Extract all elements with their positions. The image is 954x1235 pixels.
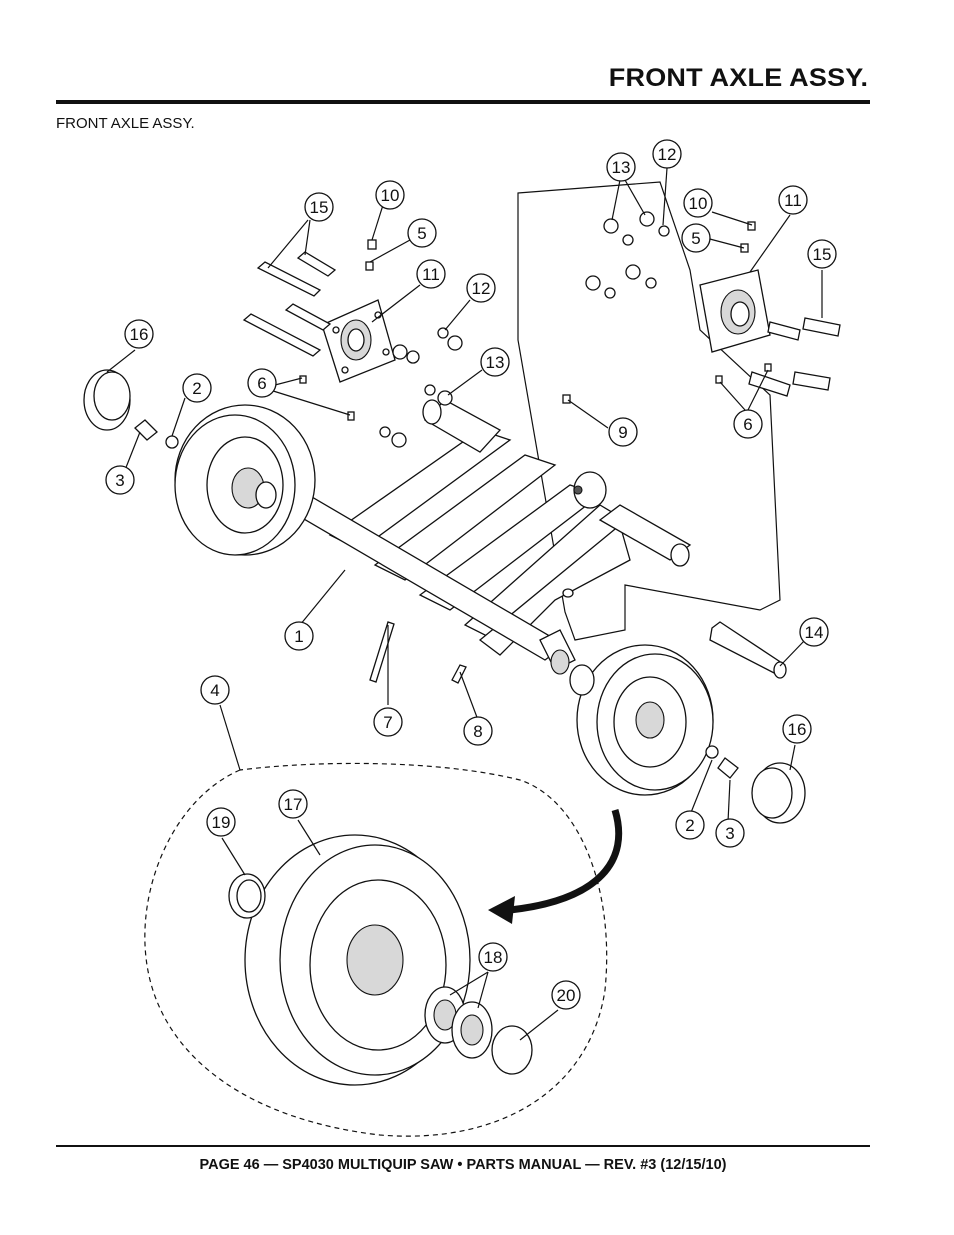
svg-text:7: 7 [383, 713, 392, 732]
callout-12-left: 12 [466, 273, 496, 303]
callout-1: 1 [284, 621, 314, 651]
callout-2-right: 2 [675, 810, 705, 840]
callout-14: 14 [799, 617, 829, 647]
right-bolts [748, 317, 841, 397]
svg-text:6: 6 [257, 374, 266, 393]
callout-13-left: 13 [480, 347, 510, 377]
callout-11-left: 11 [416, 259, 446, 289]
callout-7: 7 [373, 707, 403, 737]
svg-text:9: 9 [618, 423, 627, 442]
callout-13-right: 13 [606, 152, 636, 182]
callout-15-left: 15 [304, 192, 334, 222]
callout-6-left: 6 [247, 368, 277, 398]
svg-text:16: 16 [788, 720, 807, 739]
left-bearing-flange [321, 299, 396, 383]
callout-3-left: 3 [105, 465, 135, 495]
right-bearing-flange [699, 269, 771, 353]
callout-16-left: 16 [124, 319, 154, 349]
svg-text:16: 16 [130, 325, 149, 344]
callout-5-left: 5 [407, 218, 437, 248]
callout-10-left: 10 [375, 180, 405, 210]
callout-11-right: 11 [778, 185, 808, 215]
callout-20: 20 [551, 980, 581, 1010]
svg-text:3: 3 [725, 824, 734, 843]
callout-16-right: 16 [782, 714, 812, 744]
svg-text:12: 12 [472, 279, 491, 298]
svg-text:17: 17 [284, 795, 303, 814]
svg-text:20: 20 [557, 986, 576, 1005]
svg-text:5: 5 [691, 229, 700, 248]
callout-17: 17 [278, 789, 308, 819]
svg-text:3: 3 [115, 471, 124, 490]
callout-5-right: 5 [681, 223, 711, 253]
svg-text:1: 1 [294, 627, 303, 646]
svg-text:18: 18 [484, 948, 503, 967]
leader-lines [106, 167, 823, 1041]
svg-text:6: 6 [743, 415, 752, 434]
svg-text:10: 10 [689, 194, 708, 213]
svg-text:19: 19 [212, 813, 231, 832]
wheel-detail [144, 762, 608, 1137]
page-footer: PAGE 46 — SP4030 MULTIQUIP SAW • PARTS M… [199, 1157, 727, 1173]
callout-9: 9 [608, 417, 638, 447]
callout-3-right: 3 [715, 818, 745, 848]
section-label: FRONT AXLE ASSY. [56, 115, 195, 132]
svg-text:11: 11 [422, 265, 440, 284]
callout-19: 19 [206, 807, 236, 837]
right-wheel [569, 644, 714, 796]
assembly-arrow-icon [488, 808, 623, 924]
callout-10-right: 10 [683, 188, 713, 218]
svg-text:13: 13 [612, 158, 631, 177]
svg-text:15: 15 [310, 198, 329, 217]
svg-text:5: 5 [417, 224, 426, 243]
callout-18: 18 [478, 942, 508, 972]
callout-12-right: 12 [652, 139, 682, 169]
cross-pin [709, 621, 787, 679]
left-nuts-washers [379, 327, 463, 448]
svg-text:13: 13 [486, 353, 505, 372]
footer-rule [56, 1145, 870, 1147]
inset-outline [517, 181, 781, 641]
svg-text:8: 8 [473, 722, 482, 741]
callout-2-left: 2 [182, 373, 212, 403]
end-caps [83, 369, 806, 824]
svg-text:12: 12 [658, 145, 677, 164]
svg-text:2: 2 [192, 379, 201, 398]
svg-text:4: 4 [210, 681, 219, 700]
callout-8: 8 [463, 716, 493, 746]
svg-text:14: 14 [805, 623, 824, 642]
callout-15-right: 15 [807, 239, 837, 269]
callout-6-right: 6 [733, 409, 763, 439]
svg-text:10: 10 [381, 186, 400, 205]
svg-text:2: 2 [685, 816, 694, 835]
svg-text:11: 11 [784, 191, 802, 210]
right-nuts-washers [585, 211, 670, 299]
left-wheel [174, 404, 316, 556]
header-rule [56, 100, 870, 104]
callout-4: 4 [200, 675, 230, 705]
svg-text:15: 15 [813, 245, 832, 264]
page-title: FRONT AXLE ASSY. [608, 64, 868, 92]
left-bolts [242, 251, 337, 357]
